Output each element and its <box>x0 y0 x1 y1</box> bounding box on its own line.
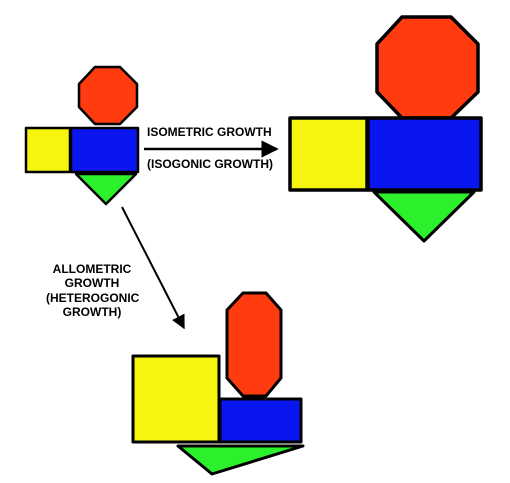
isometric-label-line2: (ISOGONIC GROWTH) <box>147 157 273 171</box>
original-figure <box>24 65 140 206</box>
original-octagon <box>77 65 139 126</box>
allometric-label-line1: ALLOMETRIC <box>52 262 132 276</box>
isometric-figure <box>288 15 483 243</box>
original-square <box>24 126 72 174</box>
original-rectangle <box>69 126 140 174</box>
allometric-arrow <box>121 206 185 330</box>
allometric-label-line4: GROWTH) <box>62 305 122 319</box>
allometric-figure <box>131 291 305 476</box>
isometric-triangle <box>372 190 476 243</box>
isometric-square <box>288 116 369 192</box>
allometric-triangle <box>176 444 305 476</box>
isometric-label-line1: ISOMETRIC GROWTH <box>147 125 272 139</box>
allometric-rectangle <box>218 397 303 444</box>
allometric-label-line3: (HETEROGONIC <box>46 291 140 305</box>
allometric-square <box>131 354 221 444</box>
isometric-rectangle <box>366 116 483 192</box>
allometric-label-line2: GROWTH <box>64 276 120 290</box>
allometric-octagon <box>225 291 283 398</box>
isometric-octagon <box>375 15 480 120</box>
original-triangle <box>74 172 138 206</box>
